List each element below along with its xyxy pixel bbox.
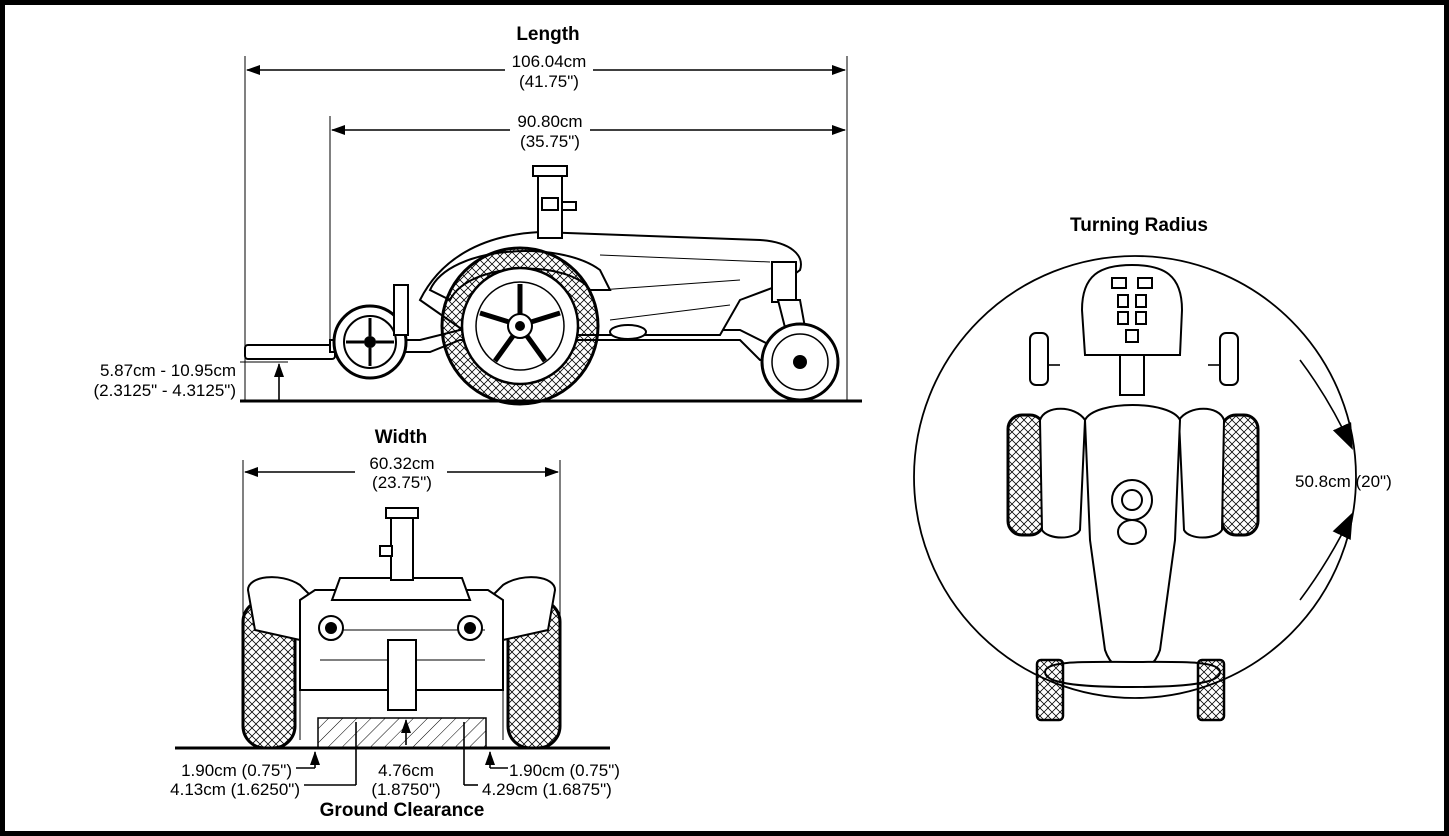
right-top-fender [1177,407,1226,539]
left-armrest [1029,332,1049,386]
height-in: (2.3125" - 4.3125") [94,381,237,400]
footplate [244,344,336,360]
left-top-fender [1038,407,1087,539]
seat-post-top [1119,354,1145,396]
length-section: Length 106.04cm (41.75") 90.80cm (35.75"… [94,24,862,406]
length-overall-cm: 106.04cm [512,52,587,71]
front-seat-post-cap [385,507,419,519]
front-base-bar [1043,660,1222,689]
width-overall-in: (23.75") [372,473,432,492]
seat-back [1080,263,1184,356]
tiller-mount [387,639,417,711]
left-front-caster [1035,658,1065,722]
height-cm: 5.87cm - 10.95cm [100,361,236,380]
front-caster [760,261,840,402]
seat-post-cap [532,165,568,177]
turning-section: Turning Radius 50.8cm (20") [913,215,1392,722]
clearance-right-top: 1.90cm (0.75") [509,761,620,780]
front-top-panel [330,577,472,601]
turning-radius: 50.8cm (20") [1295,472,1392,491]
drive-wheel [440,246,600,406]
ground-clearance-leaders [296,719,508,786]
turning-arrow-bottom [1299,512,1353,601]
clearance-right-bottom: 4.29cm (1.6875") [482,780,612,799]
left-rear-wheel [1006,413,1046,537]
front-seat-post [390,517,414,581]
right-armrest [1219,332,1239,386]
scooter-top-view [1006,263,1260,722]
clearance-left-bottom: 4.13cm (1.6250") [170,780,300,799]
clearance-left-top: 1.90cm (0.75") [181,761,292,780]
width-overall-cm: 60.32cm [369,454,434,473]
width-section: Width 60.32cm (23.75") [170,427,620,821]
width-title: Width [375,427,428,448]
length-base-cm: 90.80cm [517,112,582,131]
right-front-caster [1196,658,1226,722]
length-title: Length [516,24,579,45]
turning-arrow-top [1299,359,1353,450]
right-rear-wheel [1220,413,1260,537]
clearance-center-cm: 4.76cm [378,761,434,780]
turning-circle [913,255,1357,699]
scooter-side-view [244,165,840,406]
length-base-in: (35.75") [520,132,580,151]
scooter-front-view [241,507,562,750]
turning-title: Turning Radius [1070,215,1208,236]
anti-tip-wheel [332,284,409,380]
clearance-center-in: (1.8750") [371,780,440,799]
ground-clearance-title: Ground Clearance [320,800,485,821]
clearance-hatch [317,717,487,749]
length-overall-in: (41.75") [519,72,579,91]
anti-tip-bracket [393,284,409,336]
caster-fork-top [771,261,797,303]
